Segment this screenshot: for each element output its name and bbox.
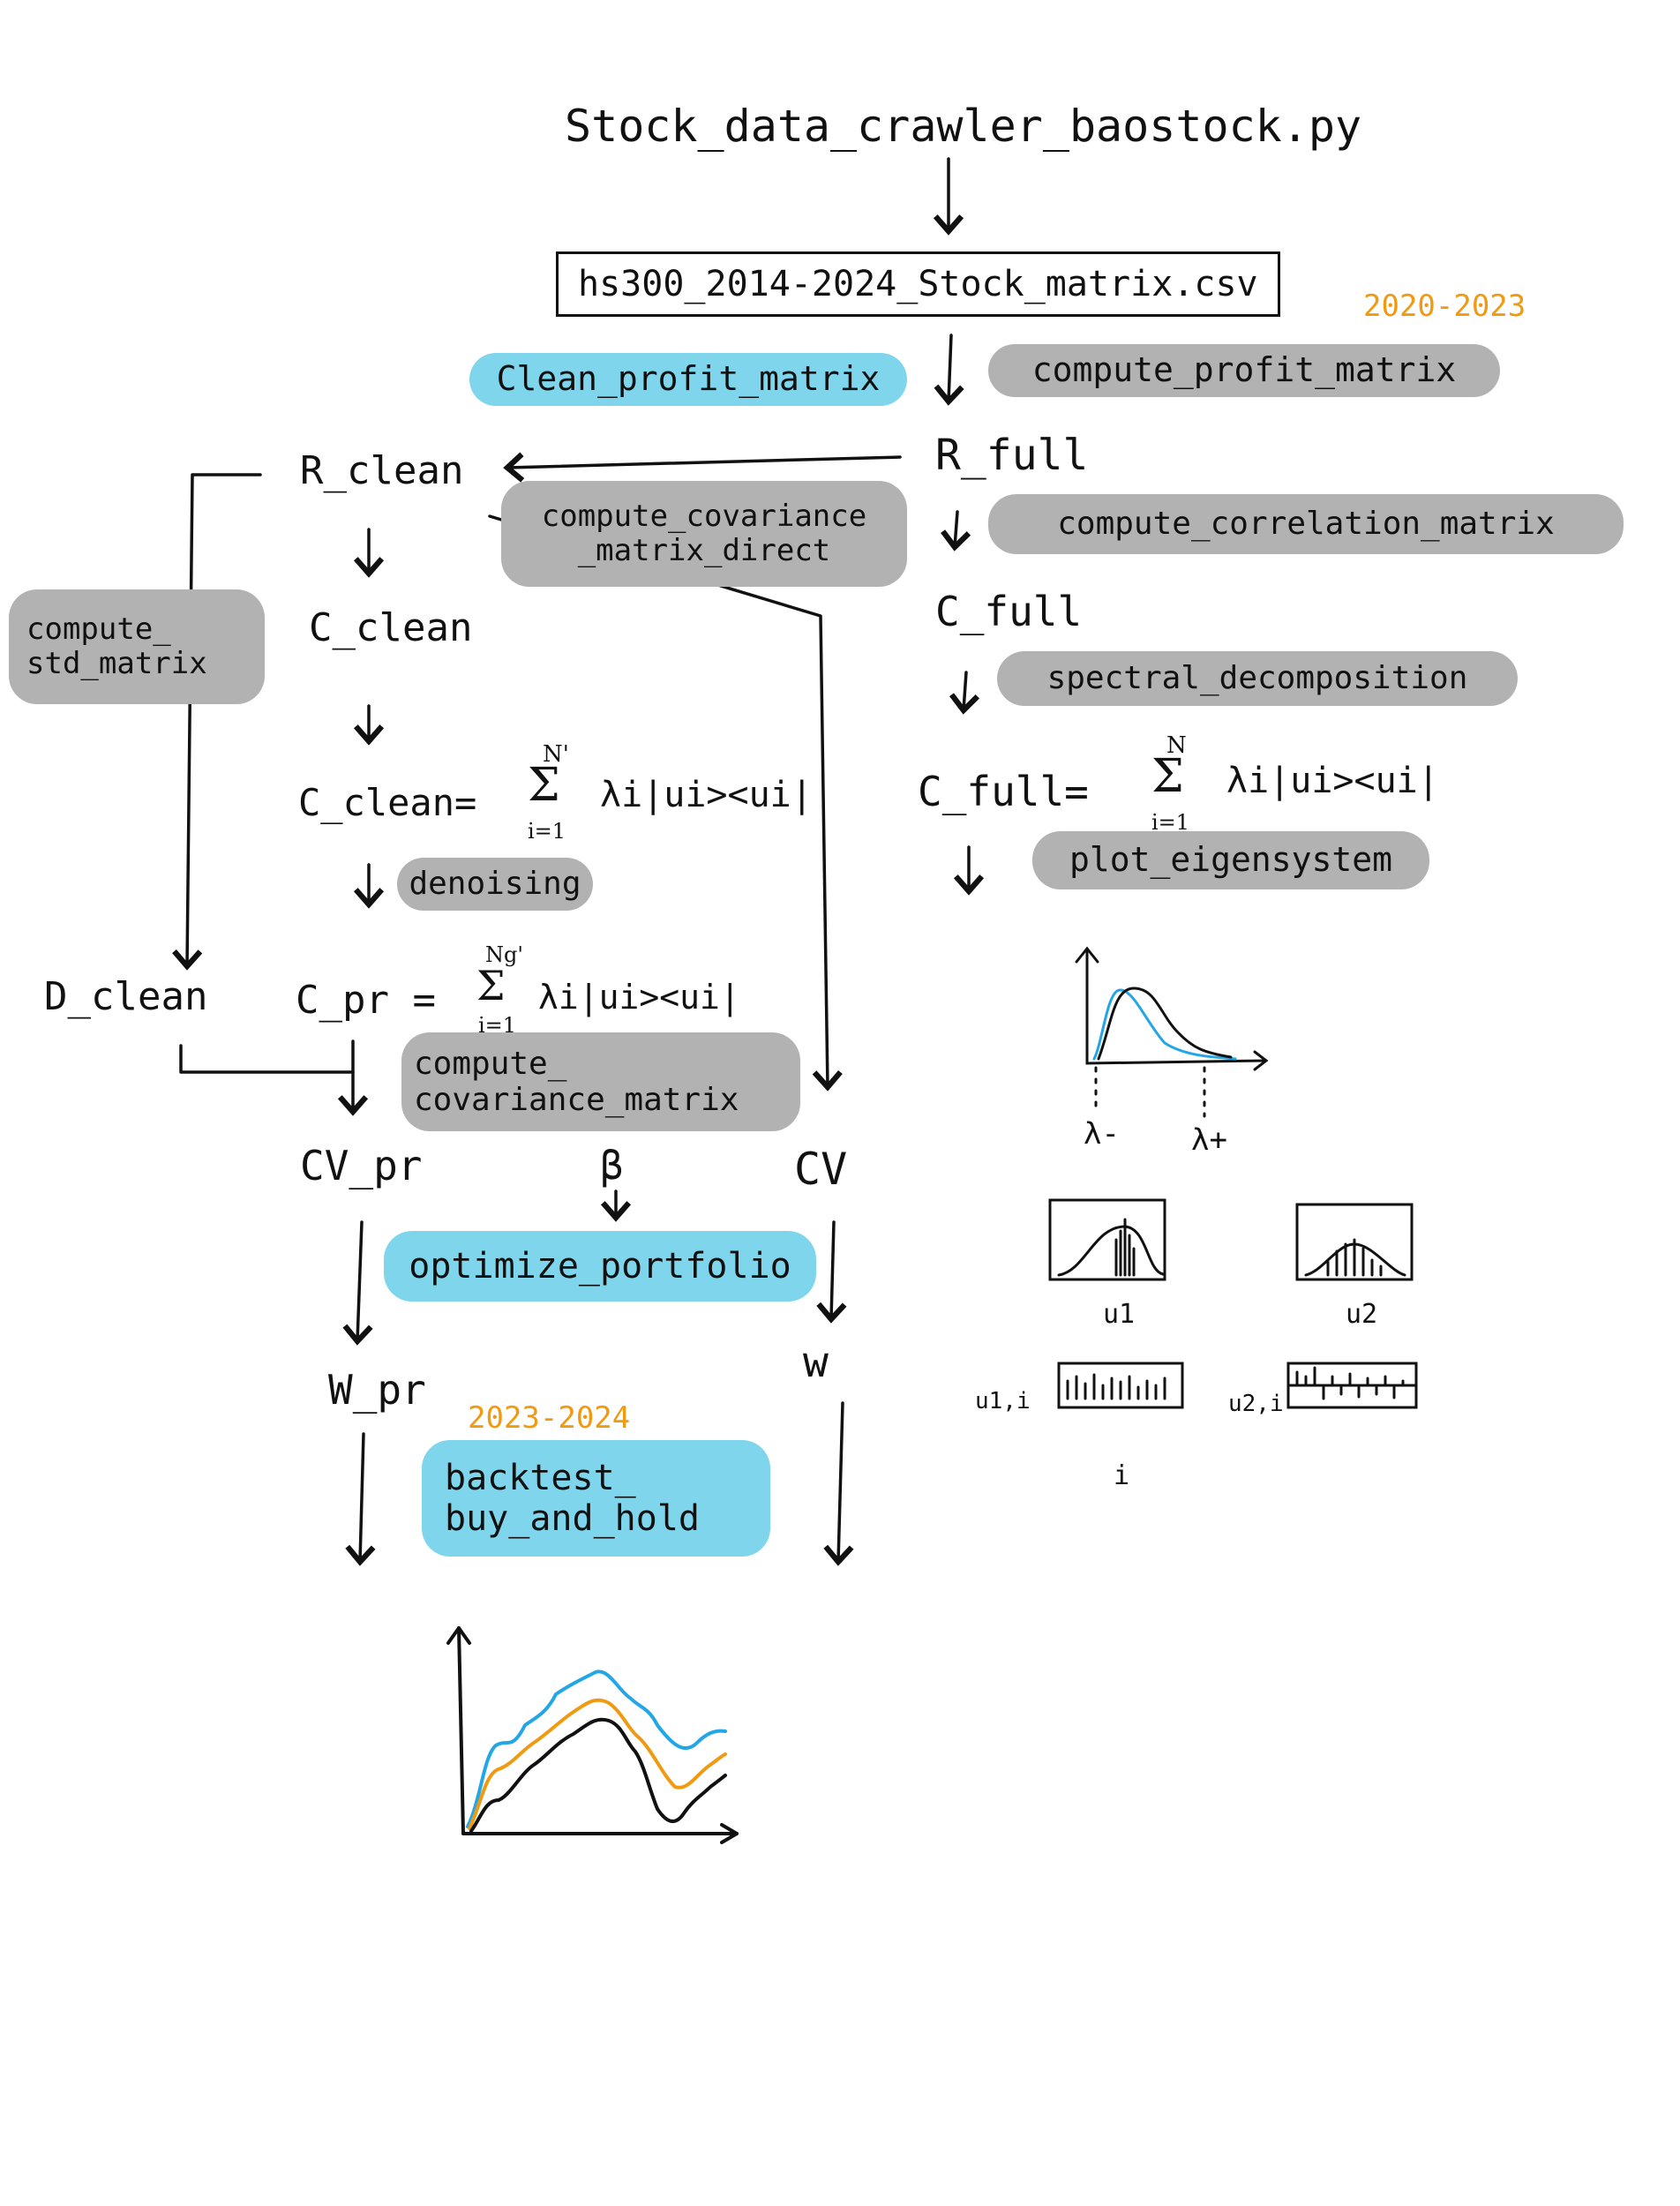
compute-std-matrix-step: compute_ std_matrix (9, 589, 265, 704)
compute-profit-matrix-step: compute_profit_matrix (988, 344, 1500, 397)
crawler-script-label: Stock_data_crawler_baostock.py (565, 101, 1362, 152)
eig-plot-empirical-density (1092, 988, 1237, 1061)
plot-eigensystem-step: plot_eigensystem (1032, 831, 1429, 889)
arrow-cv-to-w (816, 1220, 847, 1324)
backtest-series-orange (468, 1698, 727, 1830)
arrow-csv-to-rfull (934, 334, 964, 406)
c-clean-sum-bottom: i=1 (528, 819, 566, 844)
c-pr-eq-lhs: C_pr = (296, 978, 436, 1023)
compute-correlation-matrix-step: compute_correlation_matrix (988, 494, 1624, 554)
c-full-eq-lhs: C_full= (918, 768, 1089, 815)
c-full-sum-sigma: Σ (1151, 750, 1184, 803)
w-node: w (803, 1338, 829, 1387)
lambda-plus-label: λ+ (1191, 1122, 1227, 1158)
arrow-w-to-backtest (823, 1401, 854, 1566)
compute-covariance-matrix-step: compute_ covariance_matrix (401, 1032, 800, 1131)
compute-cov-direct-line1: compute_covariance (541, 498, 867, 534)
eig-plot-axis-arrow-x (1253, 1050, 1269, 1071)
compute-std-line2: std_matrix (26, 646, 207, 681)
c-pr-sum-sigma: Σ (476, 962, 506, 1009)
compute-cov-direct-line2: _matrix_direct (577, 533, 831, 568)
i-axis-label: i (1114, 1460, 1130, 1491)
eigenvalue-distribution-sketch (1075, 946, 1269, 1118)
backtest-series-black (469, 1717, 727, 1833)
eig-plot-axis-arrow-y (1075, 946, 1099, 964)
u2-histogram-bars (1326, 1238, 1383, 1277)
c-full-eq-rhs: λi|ui><ui| (1226, 761, 1439, 801)
u1-histogram-curve (1057, 1225, 1165, 1277)
arrow-rfull-to-rclean (503, 452, 902, 483)
date-range-2020-2023: 2020-2023 (1363, 289, 1526, 324)
csv-file-box: hs300_2014-2024_Stock_matrix.csv (556, 251, 1280, 317)
lambda-minus-label: λ- (1084, 1116, 1120, 1152)
r-clean-node: R_clean (300, 448, 464, 493)
eig-plot-mp-density (1097, 987, 1233, 1061)
backtest-series-blue (466, 1670, 727, 1828)
compute-std-line1: compute_ (26, 611, 171, 647)
c-pr-eq-rhs: λi|ui><ui| (538, 978, 740, 1017)
backtest-line1: backtest_ (445, 1458, 636, 1498)
c-full-sum-top: N (1166, 732, 1187, 759)
eigenvector-histograms (1048, 1198, 1418, 1409)
c-clean-sum-top: N' (543, 741, 569, 768)
u1i-component-bars (1066, 1373, 1166, 1400)
beta-node: β (600, 1144, 624, 1189)
r-full-node: R_full (935, 431, 1089, 480)
u2i-component-bars (1288, 1366, 1416, 1400)
c-clean-sum-sigma: Σ (528, 759, 560, 812)
backtest-plot (446, 1626, 739, 1844)
cv-node: CV (794, 1144, 848, 1195)
w-pr-node: W_pr (328, 1366, 426, 1414)
arrow-cfull-to-eq (949, 671, 980, 715)
clean-profit-matrix-step: Clean_profit_matrix (469, 353, 907, 406)
d-clean-node: D_clean (44, 974, 208, 1019)
u1i-label: u1,i (975, 1388, 1031, 1414)
c-clean-node: C_clean (309, 605, 473, 650)
c-clean-eq-lhs: C_clean= (298, 781, 477, 824)
u2-label: u2 (1346, 1299, 1378, 1330)
backtest-buy-and-hold-step: backtest_ buy_and_hold (422, 1440, 770, 1557)
compute-cov-line1: compute_ (414, 1045, 567, 1082)
backtest-line2: buy_and_hold (445, 1498, 700, 1539)
compute-cov-line2: covariance_matrix (414, 1082, 739, 1118)
arrow-cvpr-to-wpr (342, 1220, 373, 1346)
backtest-plot-axis-arrow-x (720, 1823, 739, 1844)
u2-histogram-frame (1295, 1203, 1414, 1281)
optimize-portfolio-step: optimize_portfolio (384, 1231, 816, 1302)
u1i-components-frame (1057, 1362, 1184, 1409)
u1-histogram-frame (1048, 1198, 1166, 1281)
u2i-components-frame (1286, 1362, 1418, 1409)
backtest-plot-axes (457, 1626, 739, 1835)
eig-plot-axes (1085, 947, 1268, 1065)
c-full-node: C_full (935, 588, 1083, 635)
arrow-rfull-to-cfull (941, 510, 971, 552)
arrow-rclean-to-dclean (172, 473, 262, 971)
spectral-decomposition-step: spectral_decomposition (997, 651, 1518, 706)
u2i-label: u2,i (1228, 1391, 1284, 1417)
c-clean-eq-rhs: λi|ui><ui| (600, 775, 813, 815)
cv-pr-node: CV_pr (300, 1142, 423, 1189)
c-pr-sum-top: Ng' (485, 942, 523, 967)
arrow-wpr-to-backtest (345, 1432, 376, 1566)
arrow-dclean-to-cvpr (179, 1044, 355, 1074)
c-full-sum-bottom: i=1 (1151, 810, 1190, 835)
u1-label: u1 (1103, 1299, 1136, 1330)
backtest-plot-axis-arrow-y (446, 1626, 471, 1645)
date-range-2023-2024: 2023-2024 (468, 1400, 631, 1436)
compute-covariance-matrix-direct-step: compute_covariance _matrix_direct (501, 481, 907, 587)
denoising-step: denoising (397, 858, 593, 911)
u1-histogram-bars (1114, 1218, 1136, 1277)
